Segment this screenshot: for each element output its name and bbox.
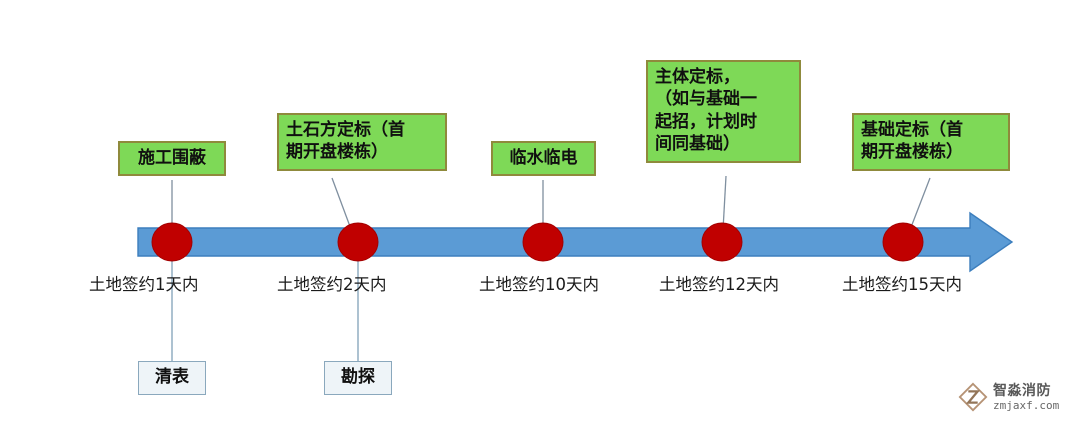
milestone-date-4: 土地签约12天内 (659, 275, 779, 294)
timeline-arrow (137, 211, 1014, 273)
watermark-text: 智淼消防 zmjaxf.com (993, 384, 1059, 411)
watermark-url: zmjaxf.com (993, 398, 1060, 412)
milestone-label-1[interactable]: 施工围蔽 (118, 141, 226, 177)
milestone-label-4[interactable]: 主体定标， （如与基础一 起招，计划时 间同基础） (646, 60, 801, 163)
milestone-label-3[interactable]: 临水临电 (491, 141, 596, 177)
subtask-box-1[interactable]: 清表 (138, 361, 206, 395)
milestone-date-3: 土地签约10天内 (479, 275, 599, 294)
milestone-date-1: 土地签约1天内 (89, 275, 199, 294)
milestone-connectors (171, 175, 931, 249)
watermark: 智淼消防 zmjaxf.com (958, 382, 1059, 412)
logo-icon (958, 382, 988, 412)
subtask-connectors (171, 242, 359, 361)
milestone-date-2: 土地签约2天内 (277, 275, 387, 294)
subtask-box-2[interactable]: 勘探 (324, 361, 392, 395)
milestone-label-5[interactable]: 基础定标（首 期开盘楼栋） (852, 113, 1010, 171)
milestone-nodes (151, 222, 924, 262)
milestone-label-2[interactable]: 土石方定标（首 期开盘楼栋） (277, 113, 447, 171)
watermark-title: 智淼消防 (993, 382, 1051, 399)
milestone-date-5: 土地签约15天内 (842, 275, 962, 294)
